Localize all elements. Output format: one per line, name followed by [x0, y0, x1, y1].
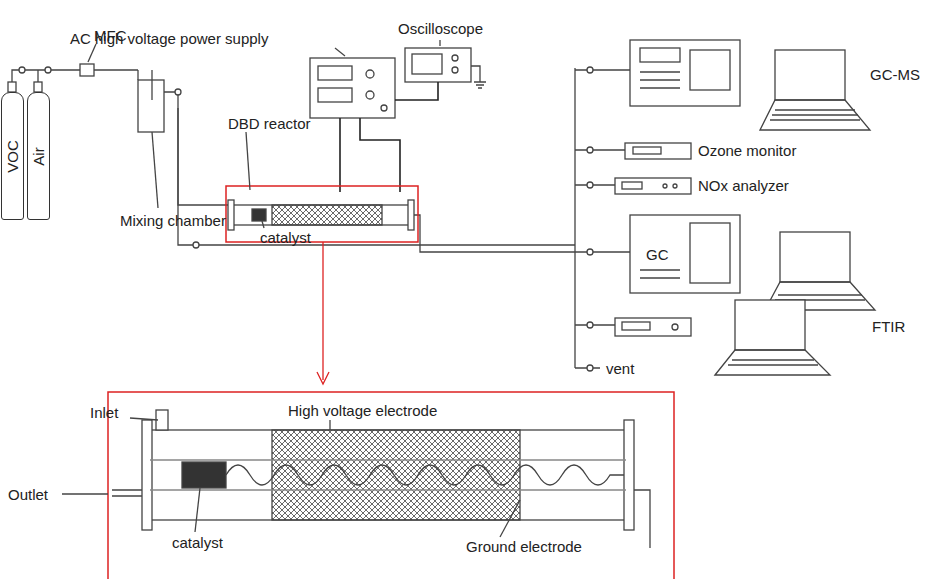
part-label: vent — [606, 360, 634, 377]
part-label: catalyst — [260, 229, 311, 246]
part-label: FTIR — [872, 318, 905, 335]
gas-cylinder: VOC — [1, 92, 24, 220]
part-label: NOx analyzer — [698, 177, 789, 194]
part-label: GC — [646, 246, 669, 263]
part-label: catalyst — [172, 534, 223, 551]
part-label: Oscilloscope — [398, 20, 483, 37]
part-label: MFC — [94, 27, 127, 44]
cylinder-label: VOC — [4, 140, 21, 173]
part-label: GC-MS — [870, 66, 920, 83]
part-label: DBD reactor — [228, 115, 311, 132]
part-label: Mixing chamber — [120, 212, 226, 229]
part-label: Ozone monitor — [698, 142, 796, 159]
gas-cylinder: Air — [27, 92, 50, 220]
part-label: High voltage electrode — [288, 402, 437, 419]
part-label: Ground electrode — [466, 538, 582, 555]
cylinder-label: Air — [30, 147, 47, 165]
part-label: Inlet — [90, 404, 118, 421]
part-label: Outlet — [8, 486, 48, 503]
